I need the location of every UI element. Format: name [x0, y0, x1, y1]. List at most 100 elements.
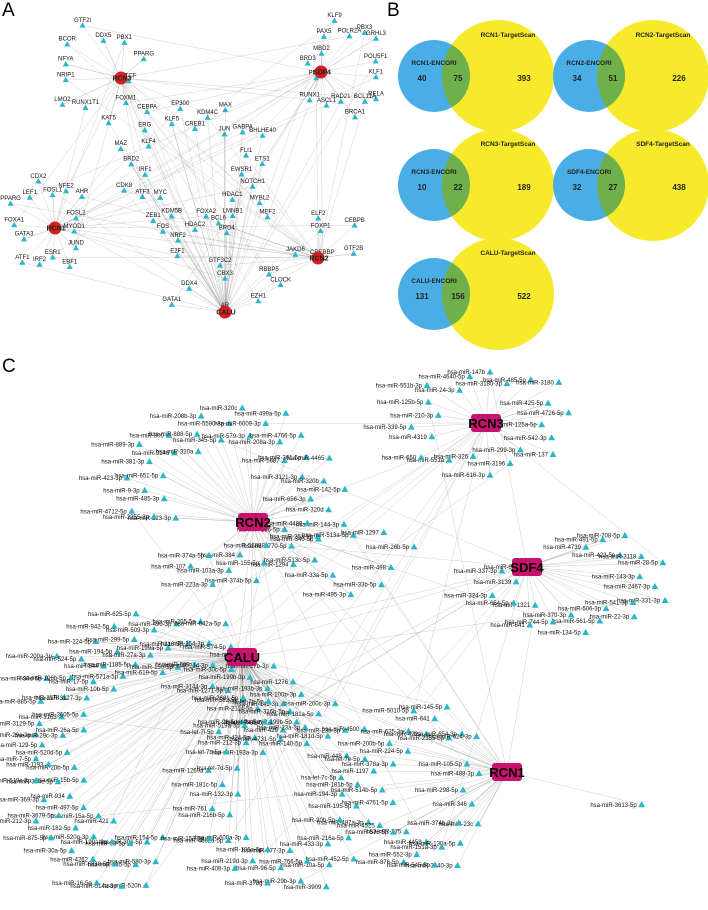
mirna-node [72, 824, 80, 831]
edge-a [67, 44, 122, 79]
mirna-label: hsa-miR-625-5p [88, 612, 132, 618]
mirna-node [410, 543, 418, 550]
edge-a [120, 77, 149, 147]
edge-a [224, 230, 321, 313]
mirna-label: hsa-miR-942-5p [66, 624, 110, 630]
mirna-node [486, 368, 494, 375]
venn-right-label: RCN1-TargetScan [481, 32, 536, 39]
edge-c [241, 656, 308, 862]
tf-node [313, 74, 320, 81]
edge-a [123, 190, 226, 313]
tf-label: ATF1 [15, 255, 30, 261]
mirna-label: hsa-miR-143-3p [592, 575, 636, 581]
mirna-label: hsa-miR-4761-5p [342, 800, 389, 806]
mirna-label: hsa-miR-4662a-5p [174, 838, 224, 844]
tf-node [256, 199, 263, 206]
edge-c [242, 407, 254, 523]
mirna-label: hsa-miR-205-5p [153, 620, 197, 626]
mirna-label: hsa-miR-619-5p [115, 671, 159, 677]
edge-a [54, 105, 327, 229]
mirna-label: hsa-miR-29a-3p [0, 733, 32, 739]
mirna-label: hsa-miR-425-5p [500, 401, 544, 407]
edge-c [252, 457, 307, 523]
edge-a [54, 196, 83, 229]
mirna-label: hsa-miR-137 [514, 452, 549, 458]
edge-c [212, 521, 254, 585]
edge-c [379, 771, 508, 826]
mirna-label: hsa-miR-5688 [224, 543, 262, 549]
hub-node-rcn1 [492, 763, 522, 781]
edge-a [69, 77, 122, 267]
hub-node-rcn3 [471, 414, 501, 432]
mirna-node [281, 525, 289, 532]
edge-c [174, 452, 254, 523]
edge-a [194, 229, 226, 313]
mirna-label: hsa-miR-1269a [162, 768, 204, 774]
edge-c [83, 656, 243, 808]
mirna-label: hsa-miR-15a-5p [50, 814, 94, 820]
mirna-node [100, 662, 107, 669]
tf-label: FOXA1 [4, 218, 24, 224]
edge-a [85, 77, 122, 108]
tf-node [71, 228, 78, 234]
mirna-label: hsa-miR-3146 [132, 451, 170, 457]
mirna-node [126, 839, 134, 847]
tf-node [26, 194, 33, 200]
mirna-label: hsa-miR-374a-5p [158, 554, 205, 560]
edge-c [485, 422, 663, 563]
edge-a [120, 35, 350, 79]
mirna-node [286, 846, 294, 854]
mirna-node [227, 643, 235, 650]
mirna-node [637, 552, 645, 559]
mirna-node [315, 710, 322, 717]
mirna-node [173, 620, 180, 627]
edge-c [406, 771, 508, 832]
tf-node [11, 221, 18, 228]
edge-c [441, 771, 508, 848]
mirna-label: hsa-miR-345-5p [173, 438, 217, 444]
mirna-label: hsa-miR-299-3p [472, 448, 516, 454]
edge-a [189, 288, 226, 313]
mirna-label: hsa-miR-346 [433, 802, 468, 808]
tf-label: CEBPB [344, 218, 364, 224]
mirna-label: hsa-miR-433-3p [280, 842, 324, 848]
mirna-node [249, 857, 257, 864]
edge-a [177, 255, 319, 259]
mirna-label: hsa-miR-33a-5p [285, 573, 329, 579]
edge-c [526, 566, 554, 622]
edge-a [232, 71, 322, 216]
edge-c [289, 566, 528, 712]
tf-label: NOTCH1 [240, 179, 265, 185]
mirna-node [661, 596, 669, 604]
edge-c [162, 656, 243, 838]
mirna-label: hsa-miR-300 [129, 433, 164, 439]
mirna-label: hsa-miR-320a [156, 450, 194, 456]
tf-node [204, 114, 211, 120]
edge-c [241, 656, 346, 731]
edge-c [208, 555, 243, 658]
tf-node [59, 101, 66, 107]
mirna-node [417, 454, 425, 461]
panel-letter-a: A [2, 0, 15, 21]
mirna-node [445, 734, 453, 741]
edge-c [208, 656, 243, 771]
edge-c [241, 656, 369, 823]
mirna-node [282, 409, 290, 416]
mirna-node [297, 690, 305, 697]
edge-c [252, 521, 351, 595]
mirna-label: hsa-miR-17-5p [49, 680, 89, 686]
mirna-label: hsa-miR-642a-5p [174, 622, 221, 628]
edge-c [121, 656, 243, 887]
edge-c [221, 439, 254, 523]
mirna-node [400, 858, 408, 865]
hub-node-sdf4 [314, 65, 328, 79]
edge-c [252, 521, 468, 765]
edge-c [441, 566, 528, 848]
mirna-label: hsa-miR-876-5p [356, 860, 400, 866]
edge-c [241, 463, 511, 658]
edge-c [226, 656, 243, 752]
mirna-label: hsa-miR-377-3p [242, 849, 286, 855]
mirna-label: hsa-miR-107 [151, 564, 186, 570]
tf-label: NRF2 [170, 233, 186, 239]
edge-c [252, 521, 384, 533]
